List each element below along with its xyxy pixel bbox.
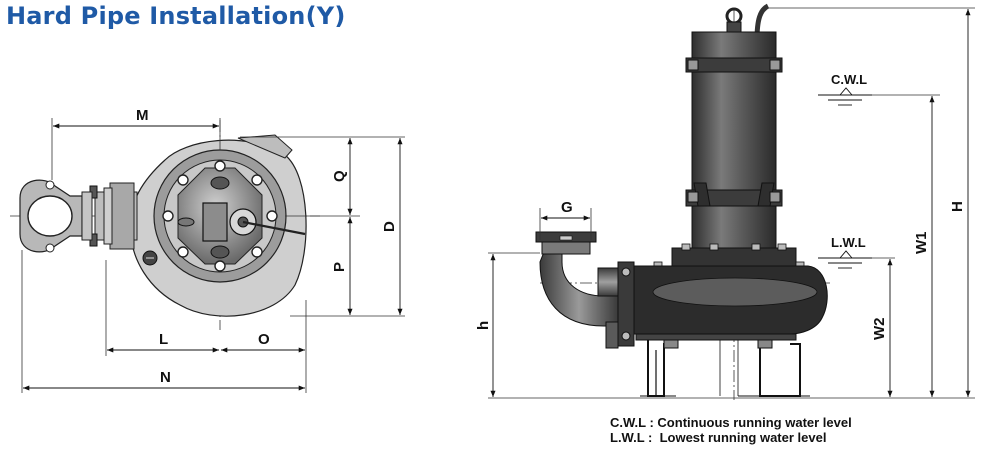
dim-label-D: D: [381, 221, 398, 232]
legend-cwl: C.W.L : Continuous running water level: [610, 415, 852, 430]
dim-label-L: L: [159, 331, 168, 348]
dim-label-G: G: [561, 199, 573, 216]
dim-label-Q: Q: [331, 170, 348, 182]
dim-label-P: P: [331, 262, 348, 272]
plan-view: M L O N Q P D: [10, 107, 405, 393]
side-view: C.W.L L.W.L G h H W1 W2: [475, 3, 975, 400]
dim-label-W1: W1: [913, 232, 930, 255]
cwl-label: C.W.L: [831, 72, 867, 87]
dim-label-M: M: [136, 107, 149, 124]
water-level-legend: C.W.L : Continuous running water level L…: [610, 415, 852, 445]
page-title: Hard Pipe Installation(Y): [6, 2, 346, 30]
dim-label-O: O: [258, 331, 270, 348]
lwl-label: L.W.L: [831, 235, 866, 250]
dim-label-h: h: [475, 321, 492, 330]
dim-label-N: N: [160, 369, 171, 386]
dim-label-W2: W2: [871, 318, 888, 341]
legend-lwl: L.W.L : Lowest running water level: [610, 430, 827, 445]
dim-label-H: H: [949, 201, 966, 212]
